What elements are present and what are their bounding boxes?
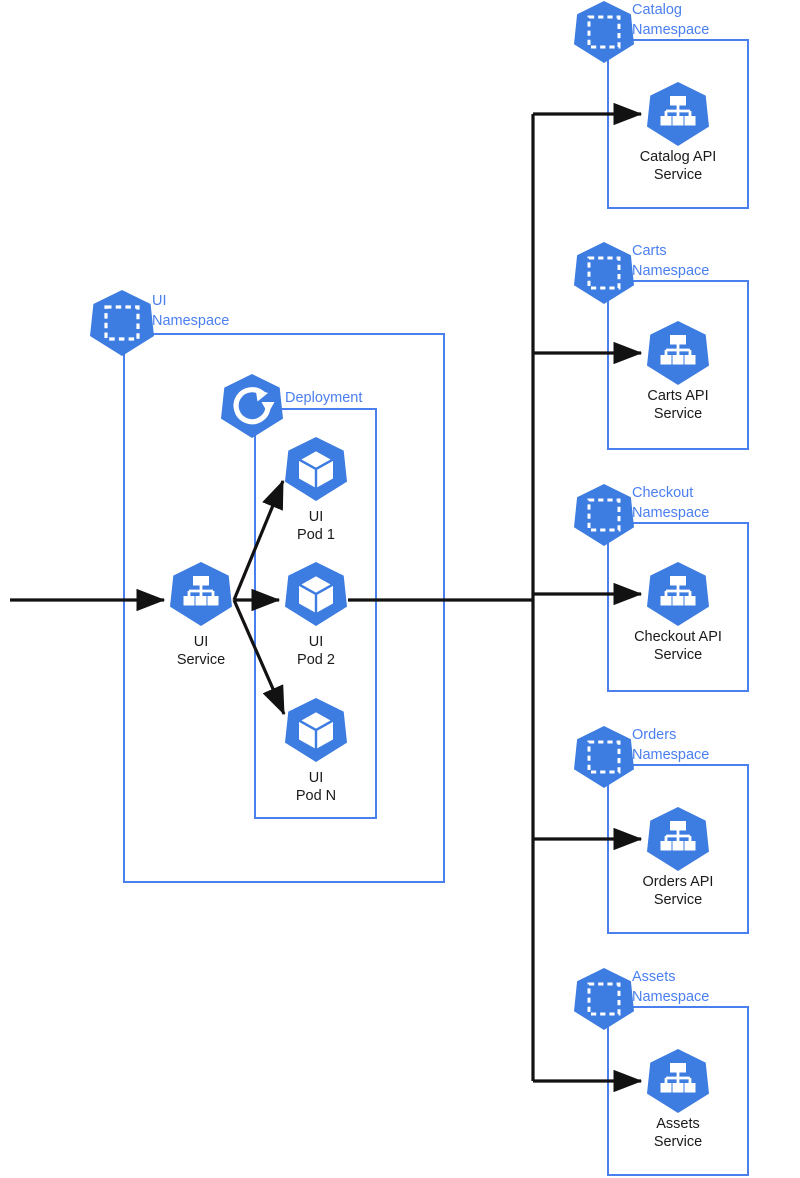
ui-pod-n-node: UI Pod N (285, 698, 347, 804)
orders-namespace-group: Orders Namespace Orders API Service (574, 726, 749, 934)
pod-icon (285, 437, 347, 501)
ui-pod-2-label-line2: Pod 2 (297, 652, 335, 668)
catalog-namespace-label-line1: Catalog (632, 2, 682, 18)
catalog-service-label-line1: Catalog API (640, 149, 717, 165)
checkout-namespace-box (607, 522, 749, 692)
checkout-namespace-label-line1: Checkout (632, 485, 693, 501)
carts-namespace-box (607, 280, 749, 450)
deployment-label: Deployment (285, 390, 362, 406)
service-to-pod-n-arrow (232, 599, 286, 716)
checkout-namespace-label-line2: Namespace (632, 505, 709, 521)
carts-service-label-line1: Carts API (647, 388, 708, 404)
service-icon (647, 562, 709, 626)
carts-service-label-line2: Service (654, 406, 702, 422)
namespace-icon (574, 1, 634, 63)
carts-namespace-label-line1: Carts (632, 243, 667, 259)
namespace-icon (574, 242, 634, 304)
orders-namespace-box (607, 764, 749, 934)
carts-namespace-group: Carts Namespace Carts API Service (574, 242, 749, 450)
service-icon (647, 807, 709, 871)
ui-pod-2-node: UI Pod 2 (285, 562, 347, 668)
orders-service-label-line1: Orders API (643, 874, 714, 890)
assets-namespace-label-line1: Assets (632, 969, 676, 985)
service-icon (647, 82, 709, 146)
orders-namespace-label-line1: Orders (632, 727, 676, 743)
deployment-icon (221, 374, 283, 438)
namespace-icon (574, 968, 634, 1030)
ui-pod-1-label-line2: Pod 1 (297, 527, 335, 543)
assets-service-label-line2: Service (654, 1134, 702, 1150)
ui-pod-1-label-line1: UI (309, 509, 324, 525)
deployment-box (254, 408, 377, 819)
assets-namespace-group: Assets Namespace Assets Service (574, 968, 749, 1176)
ui-pod-n-label-line1: UI (309, 770, 324, 786)
service-to-pod-1-arrow (232, 479, 285, 601)
carts-namespace-label-line2: Namespace (632, 263, 709, 279)
checkout-service-label-line1: Checkout API (634, 629, 722, 645)
checkout-namespace-group: Checkout Namespace Checkout API Service (574, 484, 749, 692)
ui-pod-n-label-line2: Pod N (296, 788, 336, 804)
service-icon (647, 321, 709, 385)
ui-service-label-line1: UI (194, 634, 209, 650)
catalog-namespace-group: Catalog Namespace Catalog API Service (574, 1, 749, 209)
ui-pod-1-node: UI Pod 1 (285, 437, 347, 543)
ui-namespace-group: UI Namespace Deployment UI Service (90, 290, 445, 883)
pod-icon (285, 562, 347, 626)
service-icon (647, 1049, 709, 1113)
checkout-service-label-line2: Service (654, 647, 702, 663)
assets-service-label-line1: Assets (656, 1116, 700, 1132)
namespace-icon (574, 484, 634, 546)
ui-service-label-line2: Service (177, 652, 225, 668)
orders-service-label-line2: Service (654, 892, 702, 908)
pod-icon (285, 698, 347, 762)
ui-pod-2-label-line1: UI (309, 634, 324, 650)
catalog-namespace-box (607, 39, 749, 209)
namespace-icon (90, 290, 154, 356)
service-icon (170, 562, 232, 626)
ui-namespace-label-line2: Namespace (152, 313, 229, 329)
assets-namespace-box (607, 1006, 749, 1176)
ui-namespace-box (123, 333, 445, 883)
assets-namespace-label-line2: Namespace (632, 989, 709, 1005)
catalog-service-label-line2: Service (654, 167, 702, 183)
ui-namespace-label-line1: UI (152, 293, 167, 309)
catalog-namespace-label-line2: Namespace (632, 22, 709, 38)
ui-service-node: UI Service (170, 562, 232, 668)
orders-namespace-label-line2: Namespace (632, 747, 709, 763)
namespace-icon (574, 726, 634, 788)
